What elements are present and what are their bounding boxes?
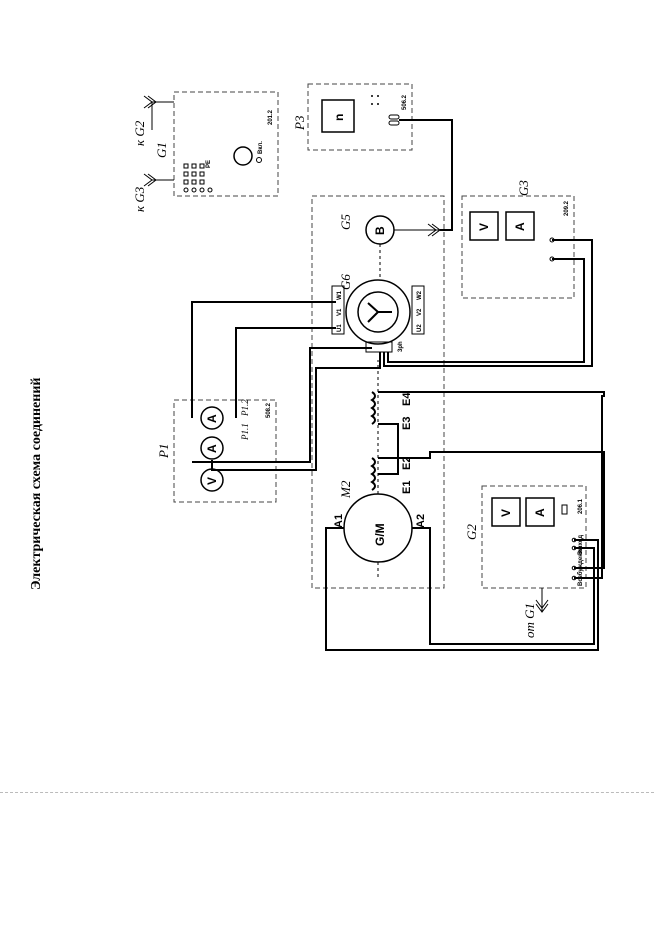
block-p1: P1 508.2 P1.1 P1.2 V A A <box>156 399 277 503</box>
connector-to-g2-label: к G2 <box>132 120 147 146</box>
wire-p1-g6-low-1 <box>192 347 372 463</box>
connector-to-g3: к G3 <box>132 173 174 212</box>
connector-to-g3-label: к G3 <box>132 186 147 212</box>
block-g1-code: 201.2 <box>268 109 274 125</box>
g6-terminal-strip-1 <box>331 285 345 335</box>
g2-out-label: Выход <box>578 535 584 555</box>
g2-ammeter-symbol: A <box>533 508 547 517</box>
wire-g6-g3-1 <box>383 239 593 367</box>
g2-switch-icon[interactable] <box>561 504 568 515</box>
block-g5-label: G5 <box>338 214 353 230</box>
block-p1-sub2: P1.2 <box>240 399 250 417</box>
field-winding-e3-e4-icon <box>370 391 376 425</box>
block-g2-code: 206.1 <box>578 498 584 514</box>
block-g1-sockets <box>183 163 213 193</box>
wire-e2-e3 <box>378 423 399 475</box>
g6-terminal-v2: V2 <box>417 308 423 316</box>
p1-ammeter-2-symbol: A <box>205 414 219 423</box>
wire-p3-g5 <box>399 119 453 231</box>
block-p3-dots <box>371 95 379 105</box>
connector-to-g2: к G2 <box>132 95 174 146</box>
block-g2-frame <box>481 485 587 589</box>
m2-terminal-e3: E3 <box>401 417 413 430</box>
block-g2: G2 206.1 V A Выход Возбуждение <box>464 485 587 589</box>
wire-e2-g2 <box>378 451 605 569</box>
g3-voltmeter-symbol: V <box>477 223 491 231</box>
m2-terminal-a1: A1 <box>333 514 345 528</box>
wire-g6-g3-2 <box>387 258 585 363</box>
block-g3-frame <box>461 195 575 299</box>
block-g2-label: G2 <box>464 524 479 540</box>
p1-voltmeter-symbol: V <box>205 477 219 485</box>
block-g3: G3 209.2 V A <box>461 180 575 299</box>
g6-terminal-strip-2 <box>411 285 425 335</box>
p3-socket-1[interactable] <box>388 114 400 120</box>
g6-phase-label: 3ph <box>398 341 404 352</box>
block-p3-label: P3 <box>292 115 307 131</box>
g2-voltmeter-symbol: V <box>499 509 513 517</box>
g6-terminal-u1: U1 <box>337 324 343 332</box>
block-g1-label: G1 <box>154 142 169 158</box>
block-g1-frame <box>173 91 279 197</box>
g3-ammeter-symbol: A <box>513 222 527 231</box>
block-g6-label: G6 <box>338 274 353 290</box>
connector-from-g1-label: от G1 <box>522 603 537 638</box>
block-p1-frame <box>173 399 277 503</box>
block-m2-label: M2 <box>338 480 353 499</box>
m2-terminal-e2: E2 <box>401 457 413 470</box>
g2-excite-label: Возбуждение <box>577 545 584 586</box>
power-indicator-icon <box>256 157 262 163</box>
g6-terminal-w2: W2 <box>417 290 423 300</box>
p3-socket-2[interactable] <box>388 120 400 126</box>
m2-terminal-a2: A2 <box>415 514 427 528</box>
g6-terminal-v1: V1 <box>337 308 343 316</box>
wire-e4-g2 <box>378 391 605 579</box>
power-knob-icon[interactable] <box>233 146 253 166</box>
g3-ammeter <box>505 211 535 241</box>
wires <box>191 119 605 651</box>
wire-a1-g2 <box>325 527 599 651</box>
g6-terminal-w1: W1 <box>337 290 343 300</box>
diagram-title: Электрическая схема соединений <box>29 378 44 590</box>
speed-display <box>321 99 355 133</box>
block-g5: B G5 <box>338 214 441 245</box>
block-g3-code: 209.2 <box>564 200 570 216</box>
block-p1-code: 508.2 <box>266 402 272 418</box>
wire-p1-g6-low-2 <box>211 352 381 471</box>
block-g1-knob-label: Вкл. <box>258 141 264 154</box>
block-g3-label: G3 <box>516 180 531 196</box>
page-separator <box>0 792 654 793</box>
wire-p1-g6-w1 <box>191 301 336 418</box>
block-p3-code: 506.2 <box>402 94 408 110</box>
g5-symbol: B <box>373 226 387 235</box>
p1-ammeter-1-symbol: A <box>205 444 219 453</box>
m2-symbol: G/M <box>373 523 387 546</box>
block-g6: G6 U1 V1 W1 U2 V2 W2 3ph <box>331 274 425 353</box>
p1-ammeter-2 <box>200 406 224 430</box>
wire-a2-g2 <box>412 527 595 645</box>
block-p1-label: P1 <box>156 444 171 459</box>
g3-voltmeter <box>469 211 499 241</box>
speed-display-symbol: n <box>332 114 346 121</box>
m2-terminal-e4: E4 <box>401 392 413 406</box>
wire-p1-g6-u1 <box>235 327 336 418</box>
g2-ammeter <box>525 497 555 527</box>
connector-from-g1: от G1 <box>522 588 549 638</box>
block-p1-sub1: P1.1 <box>240 423 250 441</box>
m2-terminal-e1: E1 <box>401 481 413 494</box>
field-winding-e1-e2-icon <box>370 457 376 491</box>
p1-ammeter-1 <box>200 436 224 460</box>
g6-terminal-u2: U2 <box>417 324 423 332</box>
block-g1-pe-label: PE <box>206 160 212 168</box>
g2-voltmeter <box>491 497 521 527</box>
three-phase-star-icon <box>367 302 392 323</box>
block-p3-frame <box>307 83 413 151</box>
block-m2: M2 G/M A1 A2 E1 E2 E3 E4 <box>333 360 427 580</box>
block-g1: G1 201.2 Вкл. PE <box>154 91 279 197</box>
block-p3: P3 506.2 n <box>292 83 413 151</box>
